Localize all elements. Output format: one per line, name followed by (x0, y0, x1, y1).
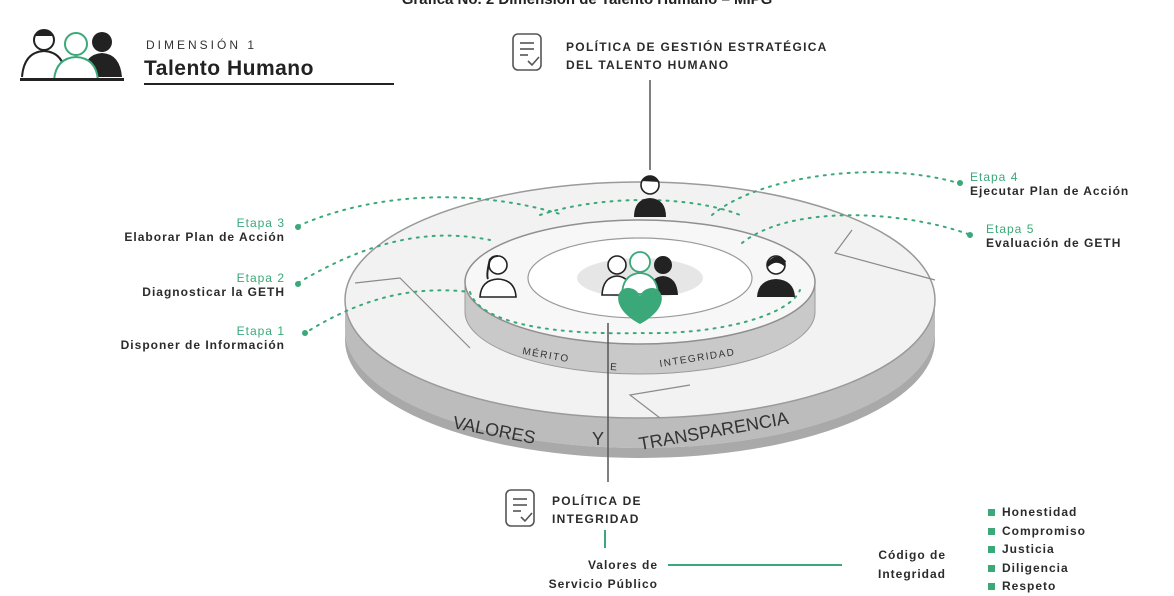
stage-2-tag: Etapa 2 (236, 271, 285, 285)
bullet-square-icon (988, 583, 995, 591)
bullet-square-icon (988, 509, 995, 517)
stage-1-dot (302, 330, 308, 336)
dimension-label: DIMENSIÓN 1 (146, 38, 258, 52)
stage-1-label: Etapa 1 Disponer de Información (40, 324, 285, 352)
stage-2-label: Etapa 2 Diagnosticar la GETH (40, 271, 285, 299)
outer-path-line-right (833, 229, 936, 281)
stage-2-dot (295, 281, 301, 287)
valores-line-1: Valores de (587, 558, 658, 572)
stage-3-name: Elaborar Plan de Acción (124, 230, 285, 244)
stage-3-path (297, 196, 561, 227)
outer-ring-word-2: Y (592, 429, 604, 449)
list-item: Diligencia (988, 559, 1086, 578)
stage-5-name: Evaluación de GETH (986, 236, 1122, 250)
stage-1-name: Disponer de Información (120, 338, 285, 352)
stage-2-name: Diagnosticar la GETH (142, 285, 285, 299)
stage-5-dot (967, 232, 973, 238)
list-item: Compromiso (988, 522, 1086, 541)
stage-5-label: Etapa 5 Evaluación de GETH (986, 222, 1121, 250)
codigo-line-2: Integridad (877, 567, 946, 581)
dimension-title-underline (144, 83, 394, 85)
bottom-policy-label: POLÍTICA DE INTEGRIDAD (552, 492, 642, 528)
values-list: Honestidad Compromiso Justicia Diligenci… (988, 503, 1086, 596)
codigo-line-1: Código de (878, 548, 946, 562)
top-policy-line-1: POLÍTICA DE GESTIÓN ESTRATÉGICA (566, 40, 828, 54)
inner-ring-word-2: E (610, 362, 618, 373)
list-item: Respeto (988, 577, 1086, 596)
stage-5-path (741, 214, 969, 244)
team-people-icon (20, 29, 124, 81)
outer-path-line-bottom (628, 384, 691, 419)
stage-3-tag: Etapa 3 (236, 216, 285, 230)
stage-3-dot (295, 224, 301, 230)
bullet-square-icon (988, 546, 995, 554)
person-left-icon (479, 255, 517, 298)
list-item: Honestidad (988, 503, 1086, 522)
stage-3-label: Etapa 3 Elaborar Plan de Acción (40, 216, 285, 244)
bottom-policy-line-2: INTEGRIDAD (552, 512, 640, 526)
stage-1-tag: Etapa 1 (236, 324, 285, 338)
outer-ring-side (345, 300, 935, 448)
codigo-label: Código de Integridad (820, 546, 946, 584)
list-item: Justicia (988, 540, 1086, 559)
person-top-icon (634, 175, 666, 217)
stage-5-tag: Etapa 5 (986, 222, 1035, 236)
stage-4-name: Ejecutar Plan de Acción (970, 184, 1130, 198)
stage-4-path (711, 171, 959, 216)
inner-loop-path (469, 289, 801, 335)
person-right-icon (757, 255, 795, 297)
document-check-icon-bottom (505, 489, 535, 527)
dimension-title: Talento Humano (144, 57, 314, 80)
valores-line-2: Servicio Público (548, 577, 658, 591)
stage-4-dot (957, 180, 963, 186)
bottom-policy-line-1: POLÍTICA DE (552, 494, 642, 508)
outer-path-line (354, 277, 471, 349)
top-policy-line-2: DEL TALENTO HUMANO (566, 58, 730, 72)
people-group-icon (601, 251, 678, 324)
document-check-icon (512, 33, 542, 71)
valores-label: Valores de Servicio Público (500, 556, 658, 594)
bullet-square-icon (988, 564, 995, 572)
stage-4-tag: Etapa 4 (970, 170, 1019, 184)
stage-4-label: Etapa 4 Ejecutar Plan de Acción (970, 170, 1129, 198)
top-policy-label: POLÍTICA DE GESTIÓN ESTRATÉGICA DEL TALE… (566, 38, 828, 74)
bullet-square-icon (988, 527, 995, 535)
stage-1-path (309, 289, 471, 331)
chart-title: Gráfica No. 2 Dimensión de Talento Human… (0, 0, 1174, 8)
heart-icon (618, 288, 662, 324)
